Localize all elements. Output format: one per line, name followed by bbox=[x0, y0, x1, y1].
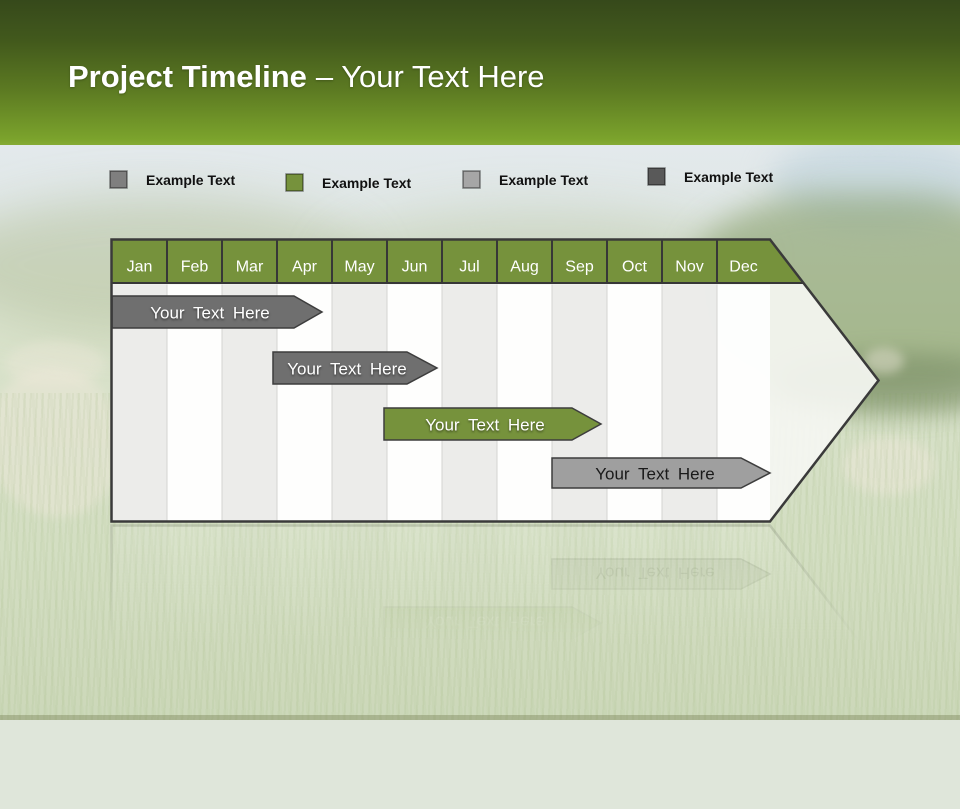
task-bar-label: Your Text Here bbox=[150, 304, 270, 323]
month-label: Nov bbox=[675, 259, 703, 276]
svg-text:May: May bbox=[344, 772, 374, 789]
page-title: Project Timeline– Your Text Here bbox=[68, 59, 545, 94]
title-suffix: – Your Text Here bbox=[315, 59, 545, 94]
task-bar-shape bbox=[551, 457, 772, 489]
svg-text:Jun: Jun bbox=[402, 772, 428, 789]
svg-text:Aug: Aug bbox=[510, 772, 538, 789]
month-label: Apr bbox=[292, 259, 318, 276]
month-label: Sep bbox=[565, 259, 594, 276]
month-label: Jul bbox=[459, 259, 479, 276]
legend-label: Example Text bbox=[684, 168, 774, 185]
task-bar-shape bbox=[272, 351, 439, 385]
timeline-arrow-outline bbox=[110, 238, 880, 523]
month-label: Oct bbox=[622, 259, 647, 276]
task-bar-label: Your Text Here bbox=[425, 416, 545, 435]
svg-text:Your Text Here: Your Text Here bbox=[150, 725, 270, 744]
month-header-band bbox=[112, 240, 804, 283]
legend-label: Example Text bbox=[322, 174, 412, 191]
background-sky bbox=[770, 145, 960, 225]
month-label: May bbox=[344, 259, 374, 276]
sheep-image bbox=[6, 341, 104, 387]
svg-text:Jul: Jul bbox=[459, 772, 479, 789]
legend-item: Example Text bbox=[285, 173, 411, 192]
month-label: Mar bbox=[236, 259, 264, 276]
task-bar: Your Text Here bbox=[111, 295, 324, 329]
legend-item: Example Text bbox=[109, 170, 235, 189]
legend-swatch-icon bbox=[109, 170, 128, 189]
background-bottom-edge bbox=[0, 715, 960, 720]
sheep-image bbox=[0, 367, 120, 517]
month-label: Aug bbox=[510, 259, 538, 276]
svg-text:Jan: Jan bbox=[127, 772, 153, 789]
task-bar: Your Text Here bbox=[383, 407, 603, 441]
title-banner: Project Timeline– Your Text Here bbox=[0, 0, 960, 145]
svg-text:Mar: Mar bbox=[236, 772, 264, 789]
legend-label: Example Text bbox=[499, 171, 589, 188]
month-columns bbox=[112, 284, 770, 521]
task-bar-shape bbox=[383, 407, 603, 441]
legend-label: Example Text bbox=[146, 171, 236, 188]
svg-text:Apr: Apr bbox=[292, 772, 318, 789]
svg-text:Oct: Oct bbox=[622, 772, 647, 789]
month-header: Jan Feb Mar Apr May Jun Jul Aug Sep Oct … bbox=[112, 240, 804, 284]
task-bar-label: Your Text Here bbox=[595, 465, 715, 484]
month-label: Dec bbox=[729, 259, 757, 276]
legend-swatch-icon bbox=[285, 173, 304, 192]
task-bar-label: Your Text Here bbox=[287, 360, 407, 379]
task-bar: Your Text Here bbox=[551, 457, 772, 489]
timeline-chart: Jan Feb Mar Apr May Jun Jul Aug Sep Oct … bbox=[110, 238, 880, 523]
legend-swatch-icon bbox=[462, 170, 481, 189]
svg-text:Feb: Feb bbox=[181, 772, 209, 789]
task-bar: Your Text Here bbox=[272, 351, 439, 385]
month-label: Jun bbox=[402, 259, 428, 276]
month-label: Jan bbox=[127, 259, 153, 276]
month-label: Feb bbox=[181, 259, 209, 276]
legend-item: Example Text bbox=[647, 167, 773, 186]
timeline-svg: Jan Feb Mar Apr May Jun Jul Aug Sep Oct … bbox=[110, 238, 880, 523]
legend-item: Example Text bbox=[462, 170, 588, 189]
svg-text:Dec: Dec bbox=[729, 772, 757, 789]
svg-text:Nov: Nov bbox=[675, 772, 703, 789]
title-main: Project Timeline bbox=[68, 59, 307, 94]
svg-text:Sep: Sep bbox=[565, 772, 594, 789]
legend-swatch-icon bbox=[647, 167, 666, 186]
